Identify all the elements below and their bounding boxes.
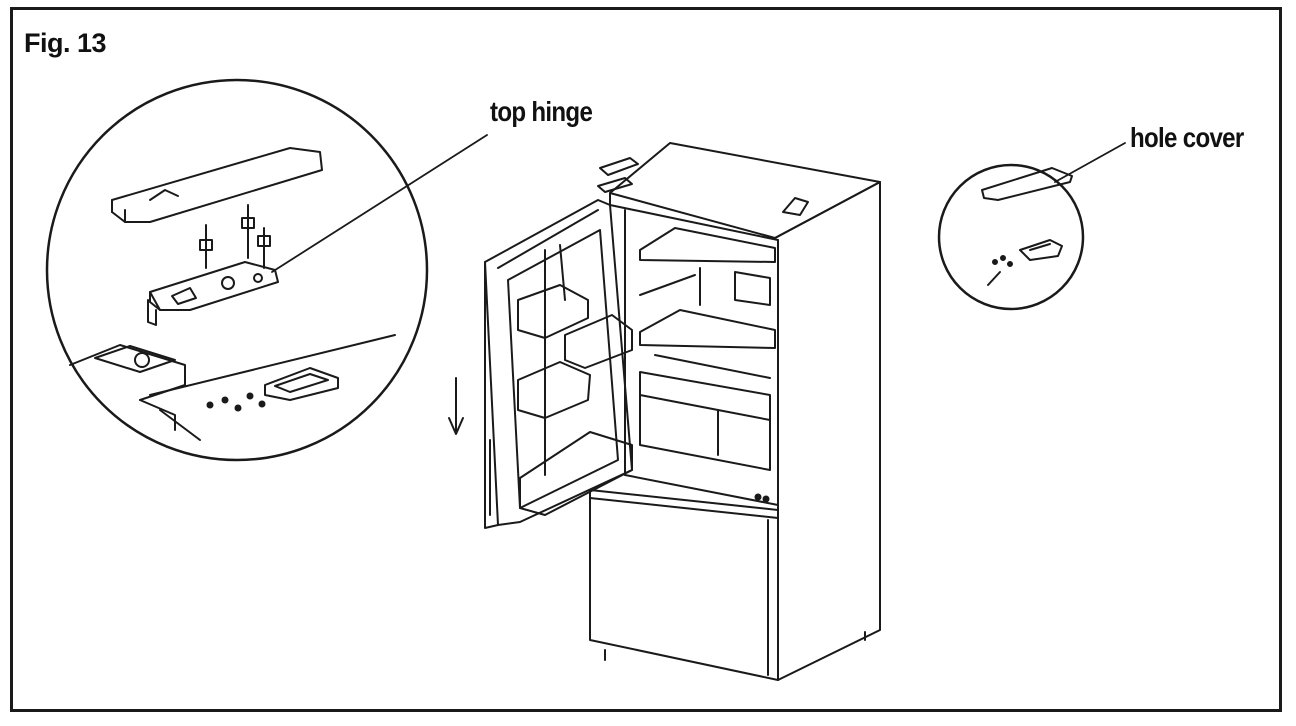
door-bin-2 [564,314,633,369]
crisper-drawers [639,371,771,471]
cabinet-side [774,181,881,681]
fresh-food-compartment [609,204,779,506]
door-bin-1 [517,284,589,339]
hinge-cover-part [111,147,323,223]
door-bin-4 [519,431,633,516]
hinge-detail-circle [45,78,488,462]
hole-cover-small [782,197,809,216]
hole-cover-detail-circle [937,142,1126,311]
hinge-screws [199,204,271,269]
down-arrow-icon [448,377,464,435]
figure-frame [10,7,1282,712]
hole-cover-part [981,167,1073,201]
figure-title: Fig. 13 [24,28,107,58]
hole-cover-label: hole cover [1130,122,1244,153]
refrigerator-illustration [448,142,881,681]
hinge-bracket [147,261,279,326]
door-bin-3 [517,361,591,419]
top-hinge-label: top hinge [490,96,593,127]
cabinet-top [609,142,881,239]
hinge-cover-small [599,157,639,176]
refrigerator-door-open [484,199,633,529]
shelf-middle [639,309,776,349]
cabinet-top-edge [69,334,396,441]
top-hinge-leader-line [271,134,488,273]
hole-cover-leader-line [1054,142,1126,183]
shelf-top [639,227,776,263]
